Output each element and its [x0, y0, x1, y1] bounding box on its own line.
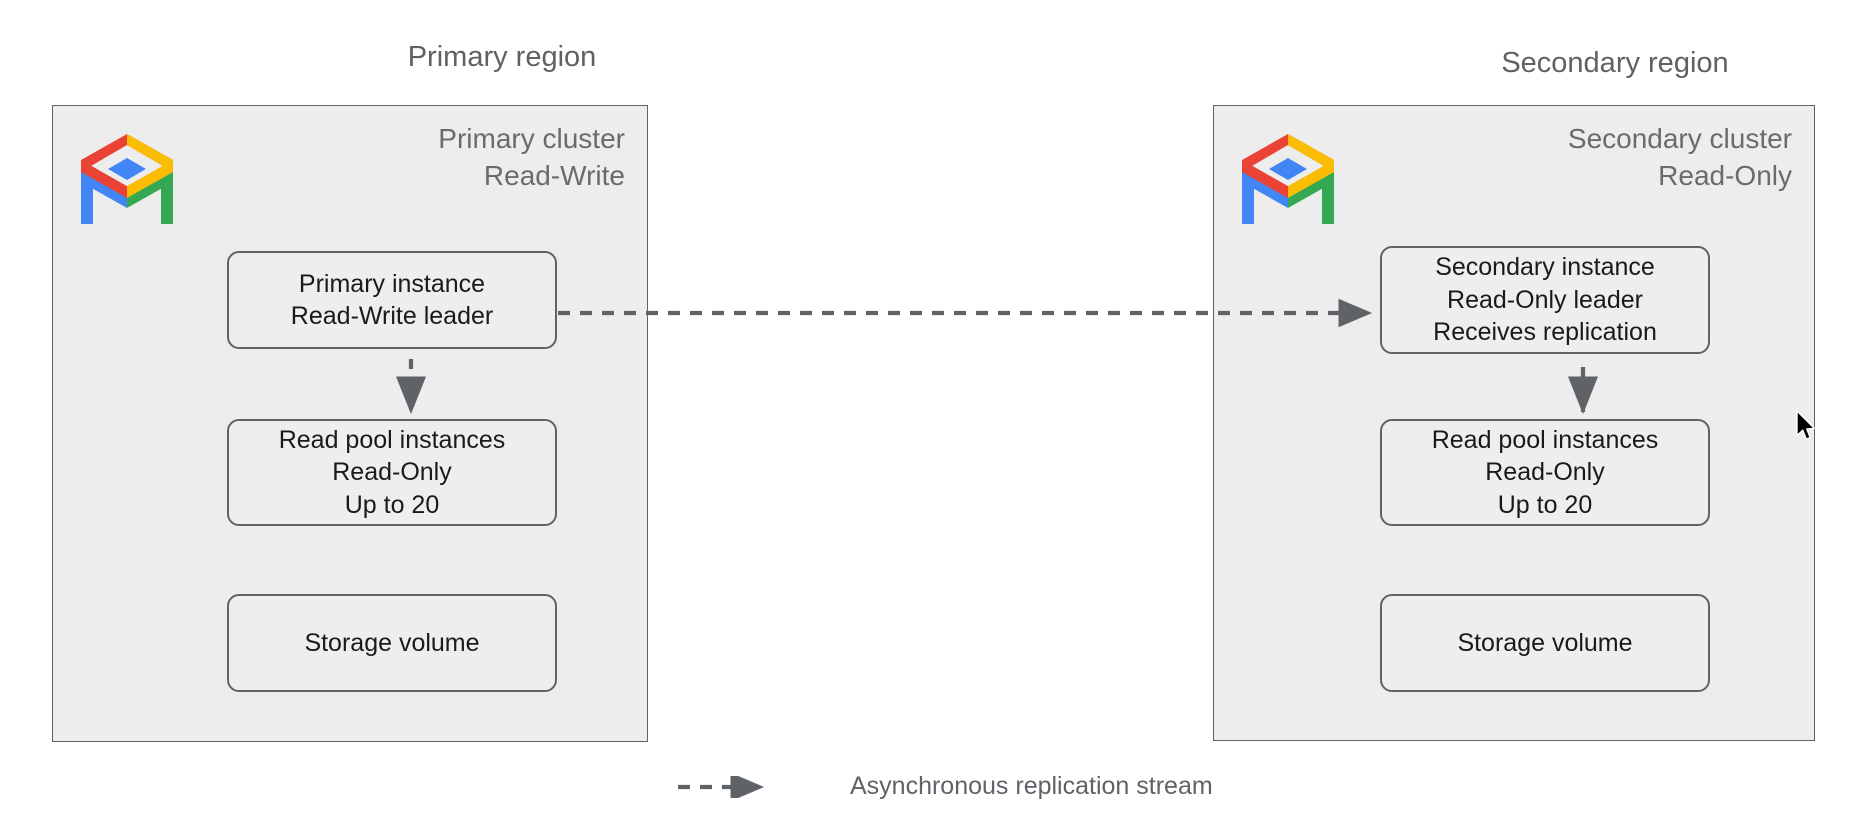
alloydb-logo-icon: [1236, 128, 1340, 232]
secondary-region-label: Secondary region: [1501, 47, 1729, 79]
legend: Asynchronous replication stream: [676, 772, 1213, 801]
primary-cluster-title: Primary cluster Read-Write: [438, 123, 625, 192]
legend-dashed-arrow-icon: [678, 775, 765, 798]
node-secondary-instance[interactable]: Secondary instance Read-Only leader Rece…: [1380, 246, 1710, 354]
secondary-cluster-title: Secondary cluster Read-Only: [1567, 123, 1792, 192]
legend-label: Asynchronous replication stream: [850, 772, 1213, 800]
node-primary-read-pool-instances[interactable]: Read pool instances Read-Only Up to 20: [227, 419, 557, 526]
node-secondary-storage-volume[interactable]: Storage volume: [1380, 594, 1710, 692]
mouse-pointer-icon: [1796, 410, 1816, 440]
node-secondary-read-pool-instances[interactable]: Read pool instances Read-Only Up to 20: [1380, 419, 1710, 526]
secondary-cluster-container[interactable]: Secondary cluster Read-Only Secondary in…: [1213, 105, 1815, 741]
primary-cluster-container[interactable]: Primary cluster Read-Write: [52, 105, 648, 742]
node-primary-instance[interactable]: Primary instance Read-Write leader: [227, 251, 557, 349]
node-primary-storage-volume[interactable]: Storage volume: [227, 594, 557, 692]
alloydb-logo-icon: [75, 128, 179, 232]
primary-region-label: Primary region: [407, 41, 597, 73]
